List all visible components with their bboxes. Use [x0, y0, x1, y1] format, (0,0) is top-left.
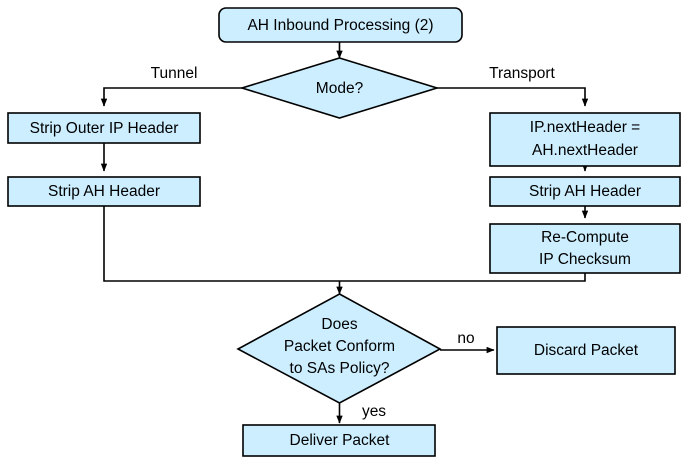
node-start[interactable]: AH Inbound Processing (2): [218, 7, 463, 43]
connector-mode-transport: [437, 87, 589, 107]
node-ip-next-header-line2: AH.nextHeader: [532, 142, 638, 159]
node-ip-next-header[interactable]: IP.nextHeader = AH.nextHeader: [489, 112, 681, 167]
node-ip-next-header-line1: IP.nextHeader =: [530, 119, 640, 136]
node-strip-outer-ip-header-label: Strip Outer IP Header: [30, 120, 179, 137]
node-mode-decision[interactable]: Mode?: [239, 57, 440, 119]
node-deliver-packet-label: Deliver Packet: [290, 432, 391, 449]
node-conform-decision-line2: Packet Conform: [284, 338, 395, 355]
node-discard-packet[interactable]: Discard Packet: [496, 326, 676, 375]
connector-mode-tunnel: [100, 87, 243, 107]
connector-transport-merge: [339, 272, 586, 282]
node-recompute-checksum-line2: IP Checksum: [539, 251, 631, 268]
node-deliver-packet[interactable]: Deliver Packet: [242, 424, 436, 457]
node-recompute-checksum[interactable]: Re-Compute IP Checksum: [489, 223, 681, 274]
node-conform-decision-line3: to SAs Policy?: [290, 360, 390, 377]
connector-tunnel-merge: [103, 205, 340, 282]
node-strip-outer-ip-header[interactable]: Strip Outer IP Header: [7, 112, 201, 144]
node-start-label: AH Inbound Processing (2): [247, 17, 433, 34]
node-mode-decision-label: Mode?: [316, 80, 364, 97]
edge-label-yes: yes: [362, 403, 386, 420]
edge-label-transport: Transport: [489, 65, 555, 82]
node-recompute-checksum-line1: Re-Compute: [541, 229, 629, 246]
node-conform-decision[interactable]: Does Packet Conform to SAs Policy?: [236, 293, 442, 404]
node-strip-ah-header-transport-label: Strip AH Header: [529, 183, 641, 200]
edge-label-tunnel: Tunnel: [151, 65, 198, 82]
node-discard-packet-label: Discard Packet: [534, 342, 639, 359]
node-strip-ah-header-tunnel[interactable]: Strip AH Header: [7, 176, 201, 207]
edge-label-no: no: [457, 330, 474, 347]
node-strip-ah-header-transport[interactable]: Strip AH Header: [489, 176, 681, 207]
node-strip-ah-header-tunnel-label: Strip AH Header: [48, 183, 160, 200]
node-conform-decision-line1: Does: [321, 316, 357, 333]
